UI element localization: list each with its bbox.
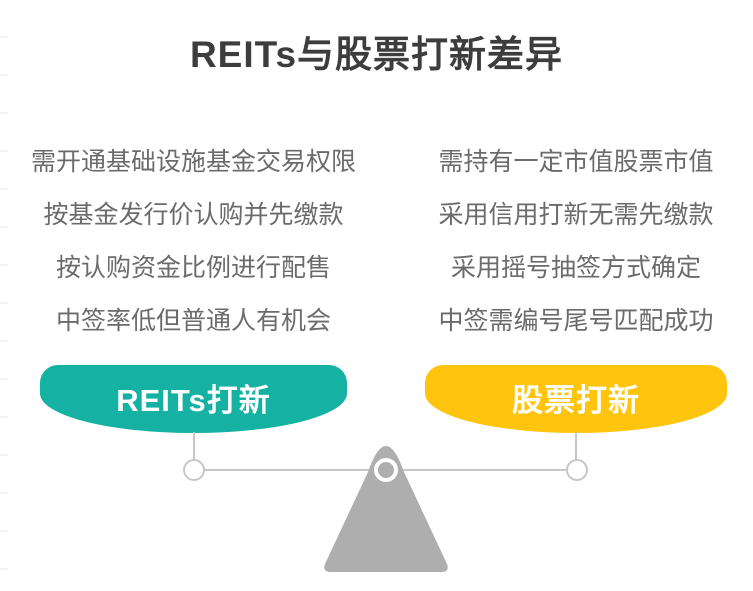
comparison-point: 采用信用打新无需先缴款 bbox=[438, 201, 714, 229]
stocks-points-column: 需持有一定市值股票市值 采用信用打新无需先缴款 采用摇号抽签方式确定 中签需编号… bbox=[420, 136, 732, 348]
comparison-point: 采用摇号抽签方式确定 bbox=[450, 254, 701, 282]
comparison-point: 需开通基础设施基金交易权限 bbox=[30, 148, 356, 176]
fulcrum-triangle-icon bbox=[324, 446, 448, 572]
reits-banner-label: REITs打新 bbox=[116, 382, 271, 418]
stocks-banner: 股票打新 bbox=[425, 365, 727, 433]
page-title: REITs与股票打新差异 bbox=[189, 34, 564, 75]
pivot-circle-icon bbox=[374, 458, 398, 482]
comparison-point: 按认购资金比例进行配售 bbox=[55, 254, 331, 282]
comparison-point: 中签需编号尾号匹配成功 bbox=[438, 307, 714, 335]
left-ruler-ticks bbox=[0, 0, 8, 591]
reits-banner: REITs打新 bbox=[40, 365, 347, 433]
right-beam-circle-icon bbox=[566, 459, 588, 481]
comparison-point: 中签率低但普通人有机会 bbox=[55, 307, 331, 335]
reits-points-column: 需开通基础设施基金交易权限 按基金发行价认购并先缴款 按认购资金比例进行配售 中… bbox=[30, 136, 357, 348]
stocks-banner-label: 股票打新 bbox=[512, 382, 640, 418]
comparison-point: 需持有一定市值股票市值 bbox=[438, 148, 714, 176]
comparison-point: 按基金发行价认购并先缴款 bbox=[43, 201, 344, 229]
left-beam-circle-icon bbox=[183, 459, 205, 481]
